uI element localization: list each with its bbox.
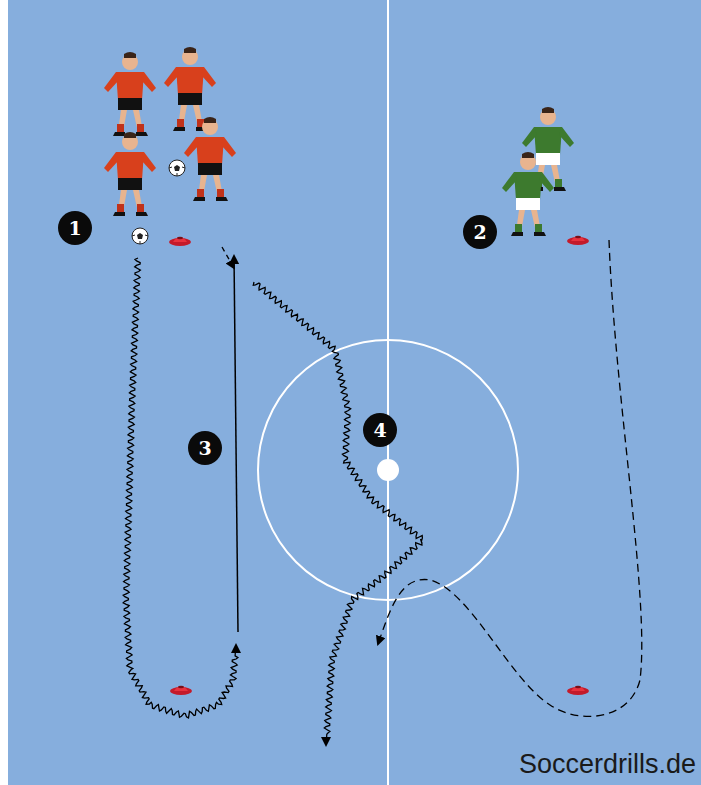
callout-number: 3 [188, 431, 222, 465]
callout-number: 4 [363, 413, 397, 447]
dribble-path [253, 282, 422, 745]
dribble-path [123, 258, 238, 718]
callout-number: 2 [463, 215, 497, 249]
callout-number: 1 [58, 211, 92, 245]
watermark: Soccerdrills.de [519, 749, 696, 780]
